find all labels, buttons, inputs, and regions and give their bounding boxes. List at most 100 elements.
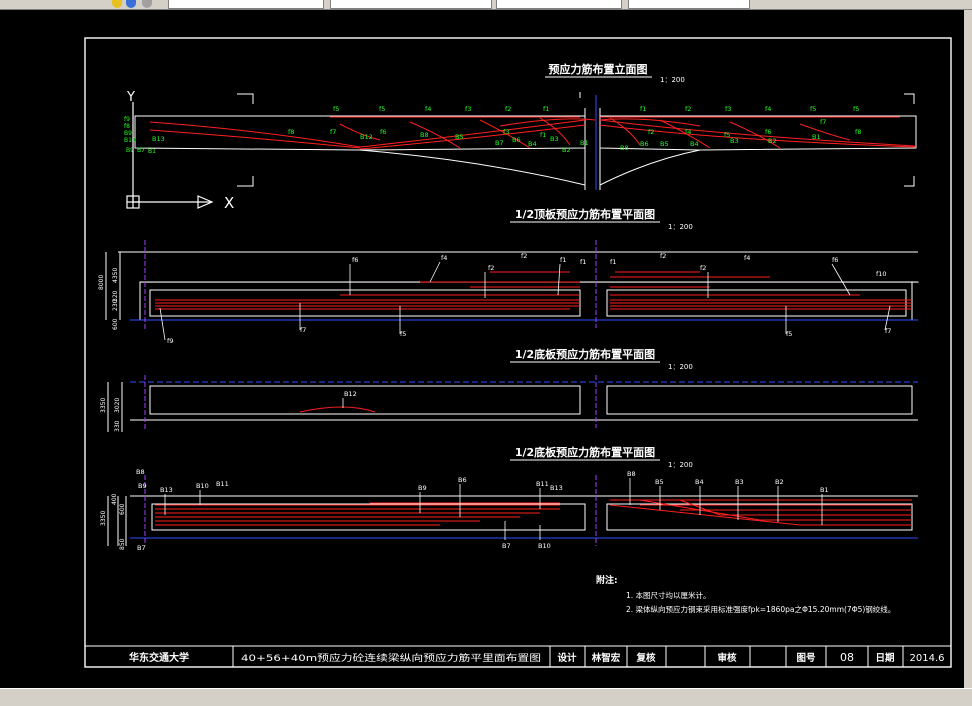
svg-text:f9: f9 <box>124 116 130 123</box>
svg-text:f7: f7 <box>885 327 891 335</box>
date-label: 日期 <box>875 652 894 664</box>
svg-text:B4: B4 <box>690 140 699 148</box>
svg-text:f5: f5 <box>379 105 385 113</box>
top-plan-scale: 1：200 <box>668 223 693 231</box>
svg-text:B10: B10 <box>538 542 551 550</box>
svg-text:f7: f7 <box>300 326 306 334</box>
svg-text:B1: B1 <box>820 486 829 494</box>
svg-text:B11: B11 <box>536 480 549 488</box>
svg-text:600: 600 <box>112 318 119 330</box>
svg-text:f5: f5 <box>786 330 792 338</box>
svg-text:f1: f1 <box>640 105 646 113</box>
svg-text:3020: 3020 <box>114 398 121 413</box>
svg-text:B10: B10 <box>124 137 136 144</box>
svg-text:B11: B11 <box>216 480 229 488</box>
svg-text:B13: B13 <box>152 135 165 143</box>
svg-text:B1: B1 <box>580 139 589 147</box>
drawing-name: 40+56+40m预应力砼连续梁纵向预应力筋平里面布置图 <box>241 652 541 664</box>
svg-text:f6: f6 <box>832 256 838 264</box>
svg-text:f2: f2 <box>685 105 691 113</box>
review-label: 复核 <box>635 652 656 664</box>
school-name: 华东交通大学 <box>129 651 189 664</box>
top-plan-leaders <box>160 262 890 340</box>
web-plan-tendon <box>300 407 375 412</box>
svg-text:f10: f10 <box>876 270 887 278</box>
svg-text:330: 330 <box>114 420 121 432</box>
svg-text:f6: f6 <box>765 128 771 136</box>
svg-text:f4: f4 <box>685 128 691 136</box>
svg-text:B13: B13 <box>550 484 563 492</box>
svg-text:f3: f3 <box>465 105 471 113</box>
svg-text:B3: B3 <box>730 137 739 145</box>
ucs-axis-icon <box>127 102 212 208</box>
elevation-scale: 1：200 <box>660 76 685 84</box>
svg-text:B1: B1 <box>148 148 156 155</box>
cad-drawing-canvas[interactable]: 预应力筋布置立面图 1：200 f5 f5 f4 f3 <box>0 0 964 688</box>
svg-text:B7: B7 <box>137 147 145 154</box>
svg-text:230: 230 <box>112 299 119 311</box>
note-2: 2. 梁体纵向预应力钢束采用标准强度fpk=1860pa之Φ15.20mm(7Φ… <box>626 604 895 614</box>
svg-text:B10: B10 <box>196 482 209 490</box>
svg-text:B8: B8 <box>620 144 629 152</box>
top-plan-dims: 8000 4350 320 230 600 <box>98 252 120 330</box>
svg-text:f5: f5 <box>810 105 816 113</box>
note-1: 1. 本图尺寸均以厘米计。 <box>626 590 711 600</box>
vertical-scrollbar[interactable] <box>964 10 972 688</box>
svg-text:f5: f5 <box>400 330 406 338</box>
svg-text:B1: B1 <box>812 133 821 141</box>
svg-text:f2: f2 <box>521 252 527 260</box>
svg-text:B13: B13 <box>160 486 173 494</box>
svg-text:8000: 8000 <box>98 275 105 290</box>
design-label: 设计 <box>557 652 577 664</box>
svg-text:f4: f4 <box>765 105 771 113</box>
svg-text:f3: f3 <box>725 105 731 113</box>
svg-text:B7: B7 <box>137 544 146 552</box>
svg-text:B9: B9 <box>418 484 427 492</box>
svg-text:f2: f2 <box>700 264 706 272</box>
top-plan-outline <box>118 240 918 330</box>
web-plan-dims: 3350 3020 330 <box>100 382 122 432</box>
svg-text:f2: f2 <box>648 128 654 136</box>
approve-label: 审核 <box>717 652 737 664</box>
svg-text:4350: 4350 <box>112 268 119 283</box>
svg-text:f5: f5 <box>333 105 339 113</box>
web-plan-scale: 1：200 <box>668 363 693 371</box>
svg-text:f9: f9 <box>167 337 173 345</box>
svg-text:f6: f6 <box>352 256 358 264</box>
svg-text:B2: B2 <box>775 478 784 486</box>
svg-text:f5: f5 <box>853 105 859 113</box>
bottom-plan-dims: 3350 400 600 850 <box>100 493 126 550</box>
svg-text:850: 850 <box>119 538 126 550</box>
svg-text:B7: B7 <box>495 139 504 147</box>
elevation-labels: f5 f5 f4 f3 f2 f1 f1 f2 f3 f4 f5 f5 f8 f… <box>152 105 861 154</box>
svg-text:B6: B6 <box>640 140 649 148</box>
svg-text:B7: B7 <box>502 542 511 550</box>
axis-x-label: X <box>224 194 234 212</box>
svg-text:f7: f7 <box>820 118 826 126</box>
date-value: 2014.6 <box>910 653 945 664</box>
top-plan-labels: f6 f4 f2 f2 f1 f1 f1 f2 f2 f4 f6 f10 f9 … <box>167 252 891 345</box>
svg-text:f1: f1 <box>580 258 586 266</box>
axis-y-label: Y <box>126 90 135 105</box>
svg-text:f4: f4 <box>744 254 750 262</box>
svg-text:B9: B9 <box>138 482 147 490</box>
svg-text:f1: f1 <box>540 131 546 139</box>
web-plan-title: 1/2底板预应力筋布置平面图 <box>515 347 655 361</box>
svg-text:B9: B9 <box>124 130 132 137</box>
svg-text:B5: B5 <box>655 478 664 486</box>
svg-text:B4: B4 <box>528 140 537 148</box>
svg-text:f2: f2 <box>660 252 666 260</box>
svg-text:f6: f6 <box>380 128 386 136</box>
svg-text:f2: f2 <box>505 105 511 113</box>
svg-text:f2: f2 <box>488 264 494 272</box>
svg-text:B5: B5 <box>660 140 669 148</box>
svg-text:400: 400 <box>111 493 118 505</box>
elevation-title: 预应力筋布置立面图 <box>549 62 648 76</box>
svg-text:f1: f1 <box>560 256 566 264</box>
svg-text:3350: 3350 <box>100 398 107 413</box>
svg-text:B2: B2 <box>768 137 777 145</box>
svg-text:f4: f4 <box>425 105 431 113</box>
svg-text:f8: f8 <box>288 128 294 136</box>
svg-text:B3: B3 <box>550 135 559 143</box>
svg-text:B8: B8 <box>136 468 145 476</box>
